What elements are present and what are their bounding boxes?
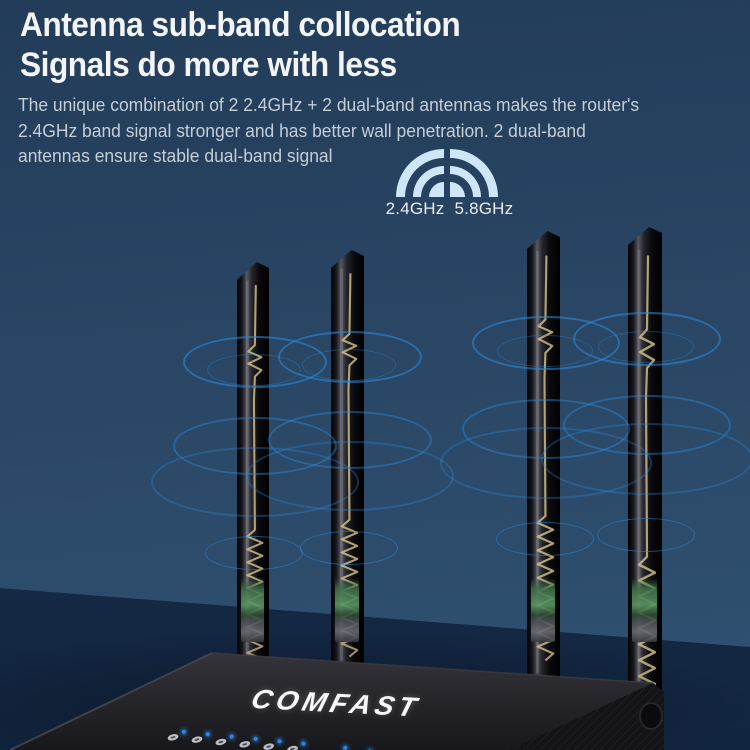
band-label-58: 5.8GHz <box>454 199 514 218</box>
signal-ring <box>541 423 750 495</box>
led-indicator <box>329 745 348 750</box>
signal-ring <box>598 331 694 363</box>
led-indicator <box>286 741 306 750</box>
led-icon <box>262 742 275 750</box>
led-light <box>181 729 186 734</box>
led-indicator <box>190 731 210 744</box>
signal-ring <box>278 331 422 383</box>
signal-ring <box>597 518 695 552</box>
led-icon <box>238 740 251 749</box>
band-label-24: 2.4GHz <box>385 199 445 218</box>
description-text: The unique combination of 2 2.4GHz + 2 d… <box>18 93 639 170</box>
signal-ring <box>496 522 594 556</box>
title-line-2: Signals do more with less <box>20 46 397 84</box>
signal-ring <box>300 531 398 565</box>
antenna-internals <box>531 578 555 642</box>
band-labels: 2.4GHz 5.8GHz <box>377 199 522 219</box>
led-light <box>229 734 234 739</box>
led-light <box>205 732 210 737</box>
description-line: 2.4GHz band signal stronger and has bett… <box>18 120 586 141</box>
description-line: antennas ensure stable dual-band signal <box>18 146 333 166</box>
led-icon <box>166 732 180 742</box>
led-light <box>343 745 348 750</box>
page-title: Antenna sub-band collocation Signals do … <box>20 5 461 85</box>
signal-ring <box>302 349 396 381</box>
led-icon <box>286 744 299 750</box>
led-indicator <box>166 729 186 742</box>
dual-band-signal-icon <box>396 149 498 197</box>
antenna-internals <box>241 578 264 642</box>
led-indicator <box>214 734 234 747</box>
led-light <box>253 736 258 742</box>
led-icon <box>190 735 204 744</box>
led-icon <box>214 737 227 747</box>
description-line: The unique combination of 2 2.4GHz + 2 d… <box>18 95 640 115</box>
signal-ring <box>573 312 721 366</box>
antenna-internals <box>632 578 657 642</box>
led-indicator <box>238 736 258 749</box>
title-line-1: Antenna sub-band collocation <box>20 6 461 44</box>
led-light <box>301 741 306 746</box>
led-light <box>277 739 282 744</box>
antenna-internals <box>335 578 359 642</box>
led-indicator <box>262 738 282 750</box>
